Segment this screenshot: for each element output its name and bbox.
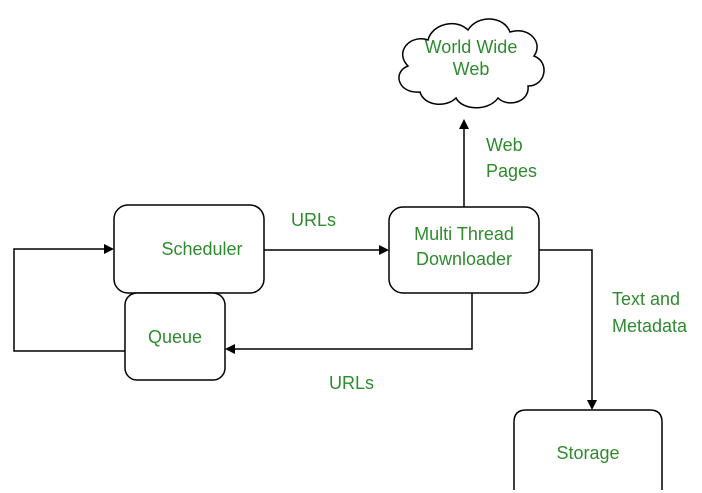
downloader-to-queue-arrow — [225, 293, 473, 354]
storage-label: Storage — [556, 443, 620, 463]
scheduler-to-downloader-label: URLs — [291, 210, 337, 230]
queue-label: Queue — [147, 327, 203, 347]
scheduler-label: Scheduler — [161, 239, 243, 259]
www-cloud-shape — [398, 18, 545, 109]
downloader-to-www-label: Web Pages — [486, 135, 538, 181]
storage-box — [513, 409, 663, 490]
downloader-to-queue-label: URLs — [329, 373, 375, 393]
queue-box — [124, 292, 226, 381]
queue-to-scheduler-arrow — [13, 244, 125, 352]
www-label: World Wide Web — [424, 37, 518, 79]
downloader-label: Multi Thread Downloader — [414, 224, 514, 269]
downloader-to-storage-arrow — [539, 249, 597, 410]
downloader-to-storage-label: Text and Metadata — [612, 289, 688, 336]
